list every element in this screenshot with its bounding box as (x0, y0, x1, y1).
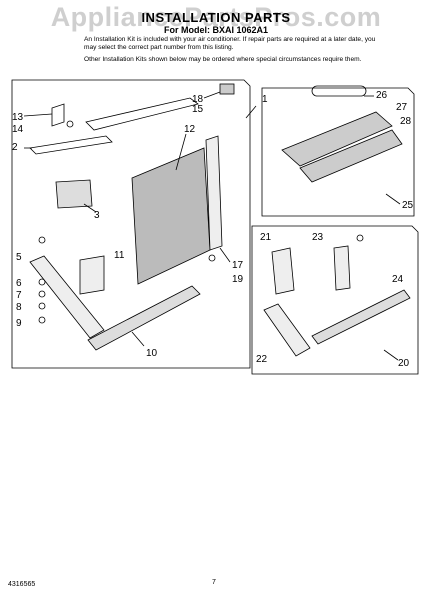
label-8: 8 (16, 302, 22, 313)
screw-14 (66, 120, 74, 128)
note-other-kits: Other Installation Kits shown below may … (84, 56, 362, 63)
label-3: 3 (94, 210, 100, 221)
label-19: 19 (232, 274, 244, 285)
label-2: 2 (12, 142, 18, 153)
leader-17 (219, 247, 231, 263)
label-9: 9 (16, 318, 22, 329)
part-bar-2 (29, 135, 113, 155)
washer-7 (38, 290, 46, 298)
screw-5-b (356, 234, 364, 242)
label-26: 26 (376, 90, 388, 101)
label-23: 23 (312, 232, 324, 243)
part-bracket-21 (271, 247, 295, 295)
note-installation-kit: An Installation Kit is included with you… (84, 36, 376, 51)
label-14: 14 (12, 124, 24, 135)
label-5: 5 (16, 252, 22, 263)
label-7: 7 (16, 290, 22, 301)
part-seal-26 (311, 85, 367, 97)
label-11: 11 (114, 250, 125, 261)
leader-12 (175, 133, 187, 171)
label-10: 10 (146, 348, 158, 359)
label-20: 20 (398, 358, 410, 369)
label-28: 28 (400, 116, 412, 127)
label-13: 13 (12, 112, 24, 123)
part-bracket-11 (79, 255, 105, 295)
part-block-18 (219, 83, 235, 95)
part-pad-3 (55, 179, 93, 209)
label-22: 22 (256, 354, 268, 365)
nut-9 (38, 316, 46, 324)
label-21: 21 (260, 232, 272, 243)
screw-19 (208, 254, 216, 262)
label-12: 12 (184, 124, 196, 135)
page-number: 7 (212, 579, 216, 586)
part-channel-17 (205, 135, 223, 251)
label-18: 18 (192, 94, 204, 105)
part-panel-12 (131, 147, 211, 285)
leader-3 (83, 203, 97, 213)
label-25: 25 (402, 200, 414, 211)
part-bracket-rail (29, 255, 105, 339)
part-rail-10 (87, 285, 201, 351)
kit-20-box (251, 225, 419, 375)
leader-25 (385, 193, 401, 205)
leader-10 (131, 331, 145, 347)
leader-20 (383, 349, 399, 361)
label-27: 27 (396, 102, 408, 113)
part-rail-24 (311, 289, 411, 345)
nut-8 (38, 302, 46, 310)
watermark: AppliancePartsPros.com (50, 2, 382, 32)
model-subtitle: For Model: BXAI 1062A1 (163, 25, 269, 35)
leader-18 (203, 91, 221, 99)
screw-5 (38, 236, 46, 244)
leader-1 (245, 105, 257, 119)
part-bracket-13 (51, 103, 65, 127)
part-foam-27 (281, 111, 393, 167)
main-kit-box (11, 79, 251, 369)
label-24: 24 (392, 274, 404, 285)
label-15: 15 (192, 104, 204, 115)
part-bar-upper (85, 97, 199, 131)
label-6: 6 (16, 278, 22, 289)
washer-6 (38, 278, 46, 286)
leader-13 (23, 113, 53, 117)
label-17: 17 (232, 260, 244, 271)
part-bracket-23 (333, 245, 351, 291)
page-title: INSTALLATION PARTS (141, 10, 291, 25)
label-1: 1 (262, 94, 268, 105)
part-rail-22 (263, 303, 311, 357)
document-number: 4316565 (8, 581, 36, 588)
part-foam-28 (299, 129, 403, 183)
kit-25-box (261, 87, 415, 217)
